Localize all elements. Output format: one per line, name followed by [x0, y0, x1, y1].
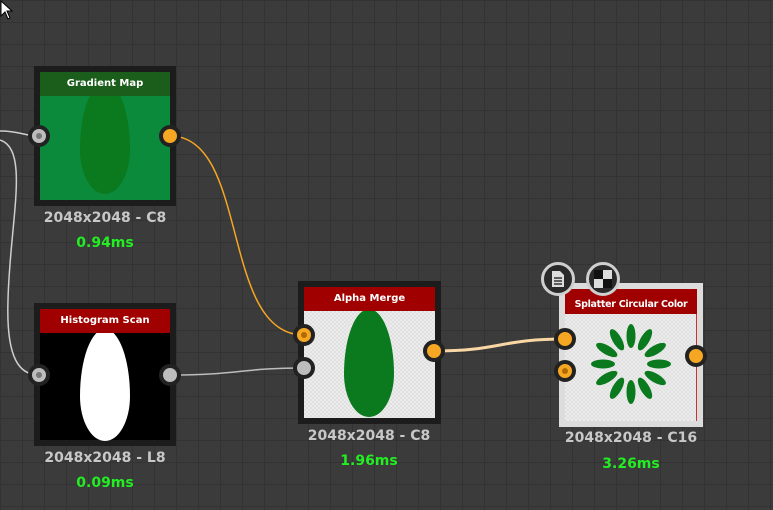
- wire-histogram-alpha[interactable]: [169, 367, 305, 376]
- preview-shape: [80, 329, 130, 441]
- node-gradient-map[interactable]: Gradient Map: [34, 66, 176, 206]
- input-pin[interactable]: [28, 125, 50, 147]
- wire-gradient-alpha[interactable]: [169, 135, 305, 336]
- node-time: 0.09ms: [76, 475, 134, 491]
- input-pin-foreground[interactable]: [293, 324, 315, 346]
- node-title: Gradient Map: [40, 72, 170, 96]
- node-time: 3.26ms: [602, 456, 660, 472]
- preview-splatter: [591, 324, 671, 404]
- wire-input-histogram[interactable]: [0, 139, 40, 376]
- output-pin[interactable]: [423, 340, 445, 362]
- node-title: Alpha Merge: [304, 287, 435, 311]
- input-pin-1[interactable]: [554, 328, 576, 350]
- output-pin[interactable]: [159, 364, 181, 386]
- preview-shape: [80, 82, 130, 194]
- checker-icon[interactable]: [586, 262, 620, 296]
- input-pin-alpha[interactable]: [293, 357, 315, 379]
- wire-alpha-splatter[interactable]: [433, 337, 566, 353]
- node-resolution: 2048x2048 - C8: [307, 428, 431, 444]
- preview-shape: [344, 309, 394, 417]
- output-pin[interactable]: [159, 125, 181, 147]
- document-icon[interactable]: [541, 262, 575, 296]
- node-histogram-scan[interactable]: Histogram Scan: [34, 303, 176, 446]
- node-title: Splatter Circular Color: [565, 289, 697, 314]
- node-alpha-merge[interactable]: Alpha Merge: [298, 281, 441, 424]
- node-time: 0.94ms: [76, 235, 134, 251]
- cursor-icon: [0, 0, 14, 20]
- input-pin[interactable]: [28, 364, 50, 386]
- node-resolution: 2048x2048 - L8: [44, 450, 166, 466]
- node-splatter-circular-color[interactable]: Splatter Circular Color: [559, 283, 703, 427]
- node-title: Histogram Scan: [40, 309, 170, 333]
- node-time: 1.96ms: [340, 453, 398, 469]
- output-pin[interactable]: [685, 345, 707, 367]
- node-resolution: 2048x2048 - C8: [43, 210, 167, 226]
- node-resolution: 2048x2048 - C16: [564, 430, 698, 446]
- input-pin-2[interactable]: [554, 360, 576, 382]
